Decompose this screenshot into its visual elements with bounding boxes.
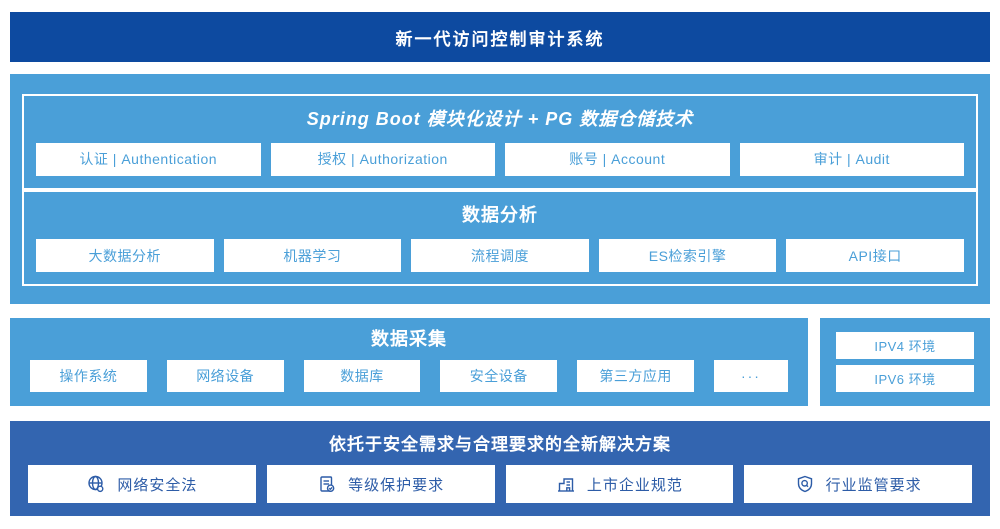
source-box-third-party: 第三方应用	[577, 360, 694, 392]
solution-box-industry-regulation: 行业监管要求	[744, 465, 972, 503]
main-panel: Spring Boot 模块化设计 + PG 数据仓储技术 认证 | Authe…	[10, 74, 990, 304]
module-box-workflow: 流程调度	[411, 239, 589, 272]
building-icon	[556, 474, 576, 494]
collection-section: 数据采集 操作系统 网络设备 数据库 安全设备 第三方应用 ···	[10, 318, 808, 406]
solution-label: 网络安全法	[117, 476, 198, 494]
module-box-authentication: 认证 | Authentication	[36, 142, 261, 176]
solution-label: 行业监管要求	[825, 476, 922, 494]
module-box-bigdata: 大数据分析	[36, 239, 214, 272]
collection-section-title: 数据采集	[371, 329, 447, 349]
source-box-security-device: 安全设备	[440, 360, 558, 392]
solution-section-title: 依托于安全需求与合理要求的全新解决方案	[329, 435, 671, 454]
solution-box-cybersecurity-law: 网络安全法	[28, 465, 256, 503]
globe-icon	[86, 474, 106, 494]
analysis-module-row: 大数据分析 机器学习 流程调度 ES检索引擎 API接口	[36, 239, 964, 272]
module-box-es-search: ES检索引擎	[598, 239, 777, 272]
module-box-account: 账号 | Account	[505, 142, 730, 176]
solution-box-classified-protection: 等级保护要求	[266, 465, 495, 503]
solution-item-row: 网络安全法 等级保护要求	[28, 465, 972, 503]
platform-module-row: 认证 | Authentication 授权 | Authorization 账…	[36, 142, 964, 176]
platform-section-title: Spring Boot 模块化设计 + PG 数据仓储技术	[306, 109, 694, 129]
header-banner: 新一代访问控制审计系统	[10, 12, 990, 62]
page-title: 新一代访问控制审计系统	[395, 29, 605, 49]
source-box-more: ···	[713, 360, 788, 392]
source-box-network-device: 网络设备	[166, 360, 284, 392]
collection-source-row: 操作系统 网络设备 数据库 安全设备 第三方应用 ···	[30, 360, 788, 392]
module-box-audit: 审计 | Audit	[739, 142, 964, 176]
solution-label: 等级保护要求	[348, 476, 445, 494]
analysis-section: 数据分析 大数据分析 机器学习 流程调度 ES检索引擎 API接口	[22, 190, 978, 286]
module-box-authorization: 授权 | Authorization	[270, 142, 495, 176]
module-box-machine-learning: 机器学习	[223, 239, 402, 272]
analysis-section-title: 数据分析	[462, 205, 538, 226]
source-box-os: 操作系统	[30, 360, 147, 392]
document-check-icon	[317, 474, 337, 494]
source-box-database: 数据库	[303, 360, 421, 392]
shield-search-icon	[795, 474, 815, 494]
solution-label: 上市企业规范	[586, 476, 683, 494]
env-box-ipv4: IPV4 环境	[836, 332, 974, 359]
platform-section: Spring Boot 模块化设计 + PG 数据仓储技术 认证 | Authe…	[22, 94, 978, 190]
module-box-api: API接口	[786, 239, 964, 272]
environment-panel: IPV4 环境 IPV6 环境	[820, 318, 990, 406]
solution-section: 依托于安全需求与合理要求的全新解决方案 网络安全法	[10, 421, 990, 516]
solution-box-listed-company: 上市企业规范	[505, 465, 734, 503]
env-box-ipv6: IPV6 环境	[836, 365, 974, 392]
